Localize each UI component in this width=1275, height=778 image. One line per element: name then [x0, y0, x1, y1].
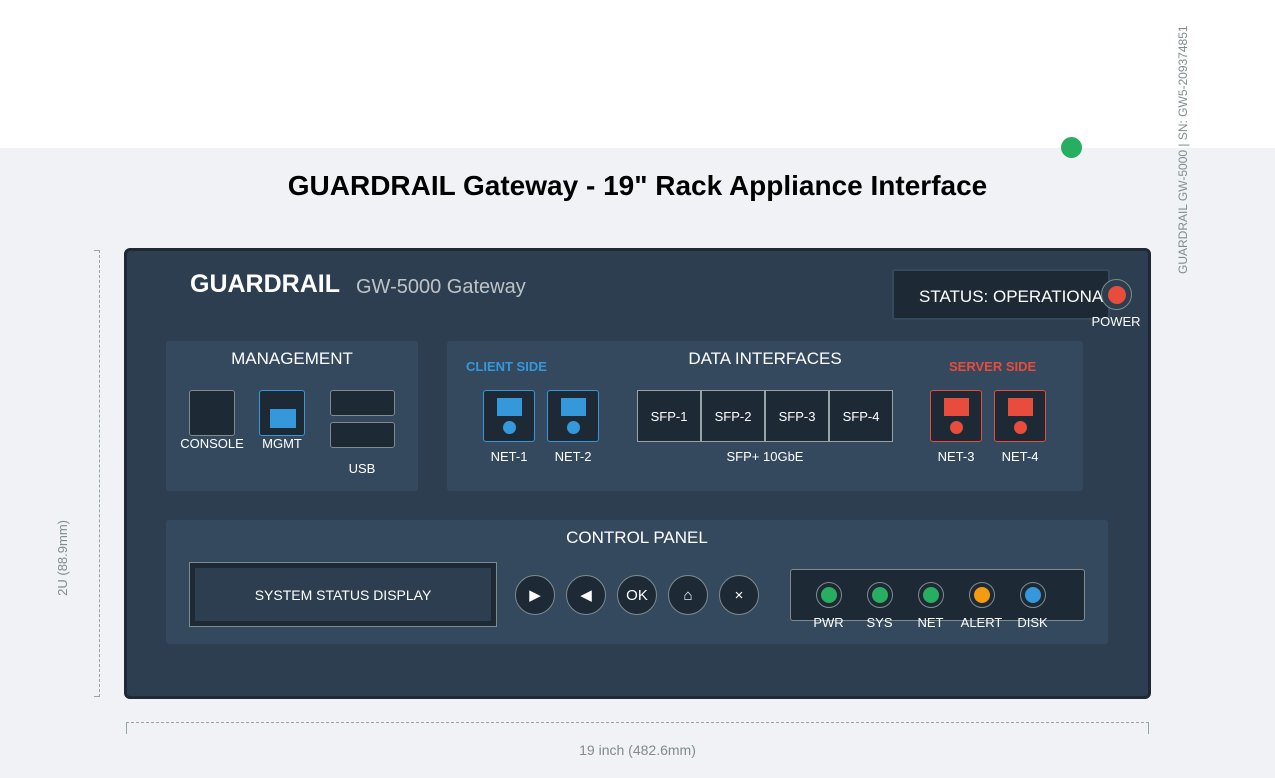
- led-pwr: PWR: [800, 582, 857, 630]
- led-label: DISK: [1017, 615, 1048, 630]
- power-button[interactable]: [1101, 279, 1132, 310]
- mgmt-label: MGMT: [262, 436, 302, 451]
- led-label: PWR: [813, 615, 844, 630]
- port-icon: [497, 398, 522, 416]
- usb-port-2[interactable]: [330, 422, 395, 448]
- mgmt-port-icon: [270, 409, 296, 428]
- link-led-icon: [950, 421, 963, 434]
- link-led-icon: [1014, 421, 1027, 434]
- mgmt-port[interactable]: [259, 390, 305, 436]
- height-label: 2U (88.9mm): [55, 520, 70, 596]
- status-display: STATUS: OPERATIONAL: [892, 269, 1110, 320]
- brand-name: GUARDRAIL: [190, 270, 340, 298]
- model-name: GW-5000 Gateway: [356, 276, 526, 298]
- console-label: CONSOLE: [180, 436, 244, 451]
- led-label: SYS: [866, 615, 893, 630]
- usb-port-1[interactable]: [330, 390, 395, 416]
- cancel-button[interactable]: ×: [719, 575, 759, 615]
- port-icon: [561, 398, 586, 416]
- console-port[interactable]: [189, 390, 235, 436]
- pwr-led-icon: [815, 582, 842, 608]
- display-text: SYSTEM STATUS DISPLAY: [195, 568, 491, 621]
- usb-label: USB: [348, 461, 376, 476]
- net-2-port[interactable]: [547, 390, 599, 442]
- home-button[interactable]: ⌂: [668, 575, 708, 615]
- back-button[interactable]: ◀: [566, 575, 606, 615]
- net-1-label: NET-1: [490, 449, 528, 464]
- height-dimension-line: [94, 250, 100, 697]
- sfp-1-port[interactable]: SFP-1: [637, 390, 701, 442]
- led-row: PWR SYS NET ALERT DISK: [800, 582, 1061, 630]
- sfp-3-port[interactable]: SFP-3: [765, 390, 829, 442]
- status-indicator-dot: [1061, 137, 1082, 158]
- power-led-icon: [1107, 285, 1126, 304]
- led-sys: SYS: [857, 582, 902, 630]
- link-led-icon: [503, 421, 516, 434]
- net-led-icon: [917, 582, 944, 608]
- next-button[interactable]: ▶: [515, 575, 555, 615]
- system-status-display: SYSTEM STATUS DISPLAY: [189, 562, 497, 627]
- led-net: NET: [902, 582, 959, 630]
- client-side-label: CLIENT SIDE: [466, 359, 547, 374]
- link-led-icon: [567, 421, 580, 434]
- led-label: ALERT: [960, 615, 1003, 630]
- sfp-label: SFP+ 10GbE: [726, 449, 804, 464]
- side-serial-label: GUARDRAIL GW-5000 | SN: GW5-209374851: [1176, 25, 1190, 274]
- sfp-4-port[interactable]: SFP-4: [829, 390, 893, 442]
- server-side-label: SERVER SIDE: [949, 359, 1037, 374]
- led-disk: DISK: [1004, 582, 1061, 630]
- power-label: POWER: [1091, 314, 1141, 329]
- page-title: GUARDRAIL Gateway - 19" Rack Appliance I…: [287, 170, 988, 201]
- port-icon: [944, 398, 969, 416]
- management-title: MANAGEMENT: [231, 349, 353, 368]
- ok-button[interactable]: OK: [617, 575, 657, 615]
- net-2-label: NET-2: [554, 449, 592, 464]
- net-4-port[interactable]: [994, 390, 1046, 442]
- led-label: NET: [917, 615, 944, 630]
- net-4-label: NET-4: [1001, 449, 1039, 464]
- net-3-label: NET-3: [937, 449, 975, 464]
- nav-buttons: ▶ ◀ OK ⌂ ×: [515, 575, 759, 615]
- width-dimension-line: [126, 722, 1149, 734]
- disk-led-icon: [1019, 582, 1046, 608]
- data-interfaces-title: DATA INTERFACES: [688, 349, 842, 368]
- sfp-2-port[interactable]: SFP-2: [701, 390, 765, 442]
- control-panel-title: CONTROL PANEL: [566, 528, 708, 547]
- port-icon: [1008, 398, 1033, 416]
- net-1-port[interactable]: [483, 390, 535, 442]
- sys-led-icon: [866, 582, 893, 608]
- status-text: STATUS: OPERATIONAL: [919, 287, 1110, 306]
- net-3-port[interactable]: [930, 390, 982, 442]
- width-label: 19 inch (482.6mm): [579, 742, 696, 758]
- alert-led-icon: [968, 582, 995, 608]
- top-area: [0, 0, 1275, 148]
- led-alert: ALERT: [959, 582, 1004, 630]
- sfp-cage: SFP-1 SFP-2 SFP-3 SFP-4: [637, 390, 893, 442]
